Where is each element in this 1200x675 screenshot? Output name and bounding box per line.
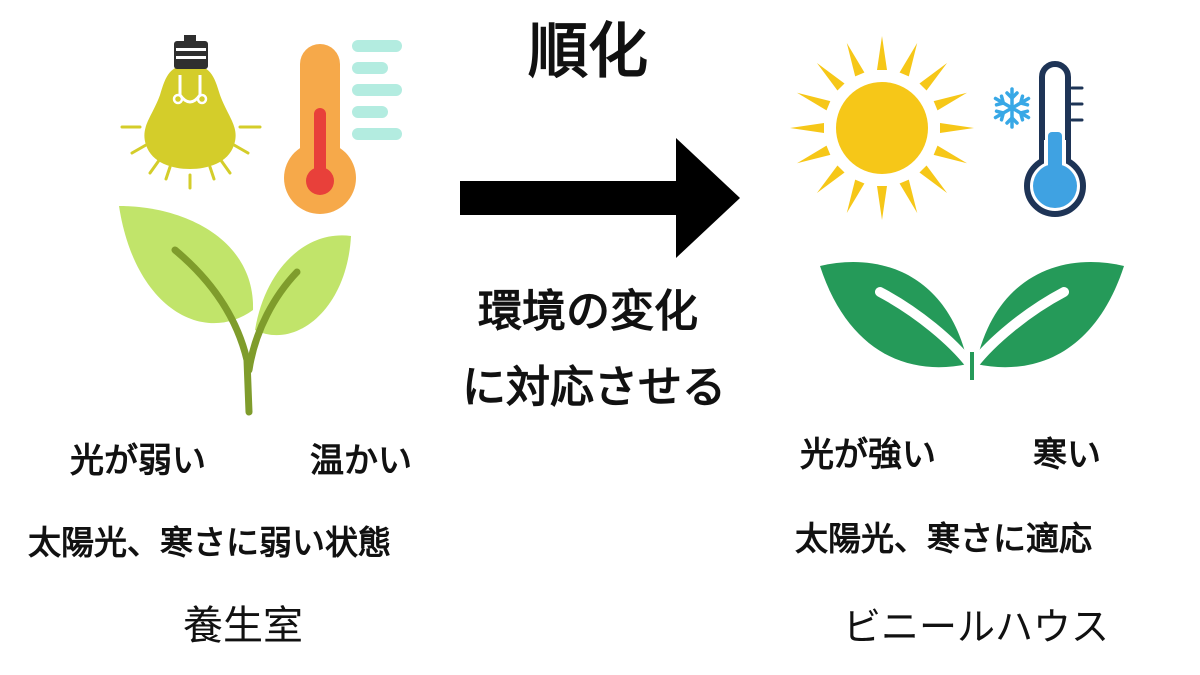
arrow-right-icon — [460, 138, 740, 258]
right-location: ビニールハウス — [843, 605, 1110, 649]
right-temp-label: 寒い — [1033, 435, 1101, 475]
subtitle-line2: に対応させる — [462, 362, 726, 413]
left-location: 養生室 — [183, 603, 303, 649]
right-light-label: 光が強い — [800, 435, 936, 475]
leaves-icon — [820, 261, 1124, 380]
sun-icon — [790, 36, 974, 220]
light-bulb-icon — [120, 35, 262, 190]
left-light-label: 光が弱い — [70, 441, 206, 481]
snowflake-icon — [993, 87, 1031, 129]
left-temp-label: 温かい — [310, 441, 412, 481]
title: 順化 — [528, 17, 648, 87]
cold-thermometer-icon — [1024, 61, 1086, 217]
left-description: 太陽光、寒さに弱い状態 — [28, 523, 391, 562]
seedling-icon — [119, 206, 351, 416]
subtitle-line1: 環境の変化 — [478, 286, 698, 337]
warm-thermometer-icon — [284, 40, 402, 214]
right-description: 太陽光、寒さに適応 — [795, 519, 1092, 558]
